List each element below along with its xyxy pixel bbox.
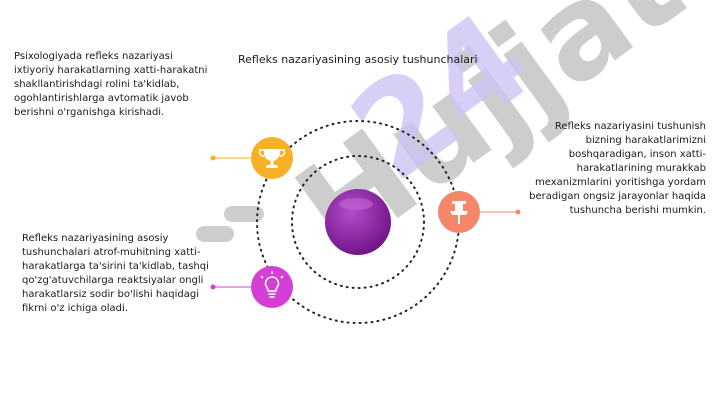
- concept-text-1: Psixologiyada refleks nazariyasi ixtiyor…: [14, 51, 208, 118]
- trophy-icon: [258, 149, 286, 168]
- concept-text-2: Refleks nazariyasini tushunish bizning h…: [529, 121, 706, 216]
- lightbulb-node: [251, 266, 293, 308]
- pushpin-node: [438, 191, 480, 233]
- pushpin-icon: [450, 201, 468, 224]
- connector-lightbulb: [210, 284, 252, 290]
- lightbulb-icon: [260, 271, 284, 298]
- center-sphere: [325, 189, 391, 255]
- slide-title: Refleks nazariyasining asosiy tushunchal…: [238, 53, 478, 66]
- inner-orbit: [291, 155, 425, 289]
- concept-text-3: Refleks nazariyasining asosiy tushunchal…: [22, 233, 209, 314]
- trophy-node: [251, 137, 293, 179]
- connector-pushpin: [480, 209, 521, 215]
- connector-trophy: [210, 155, 252, 161]
